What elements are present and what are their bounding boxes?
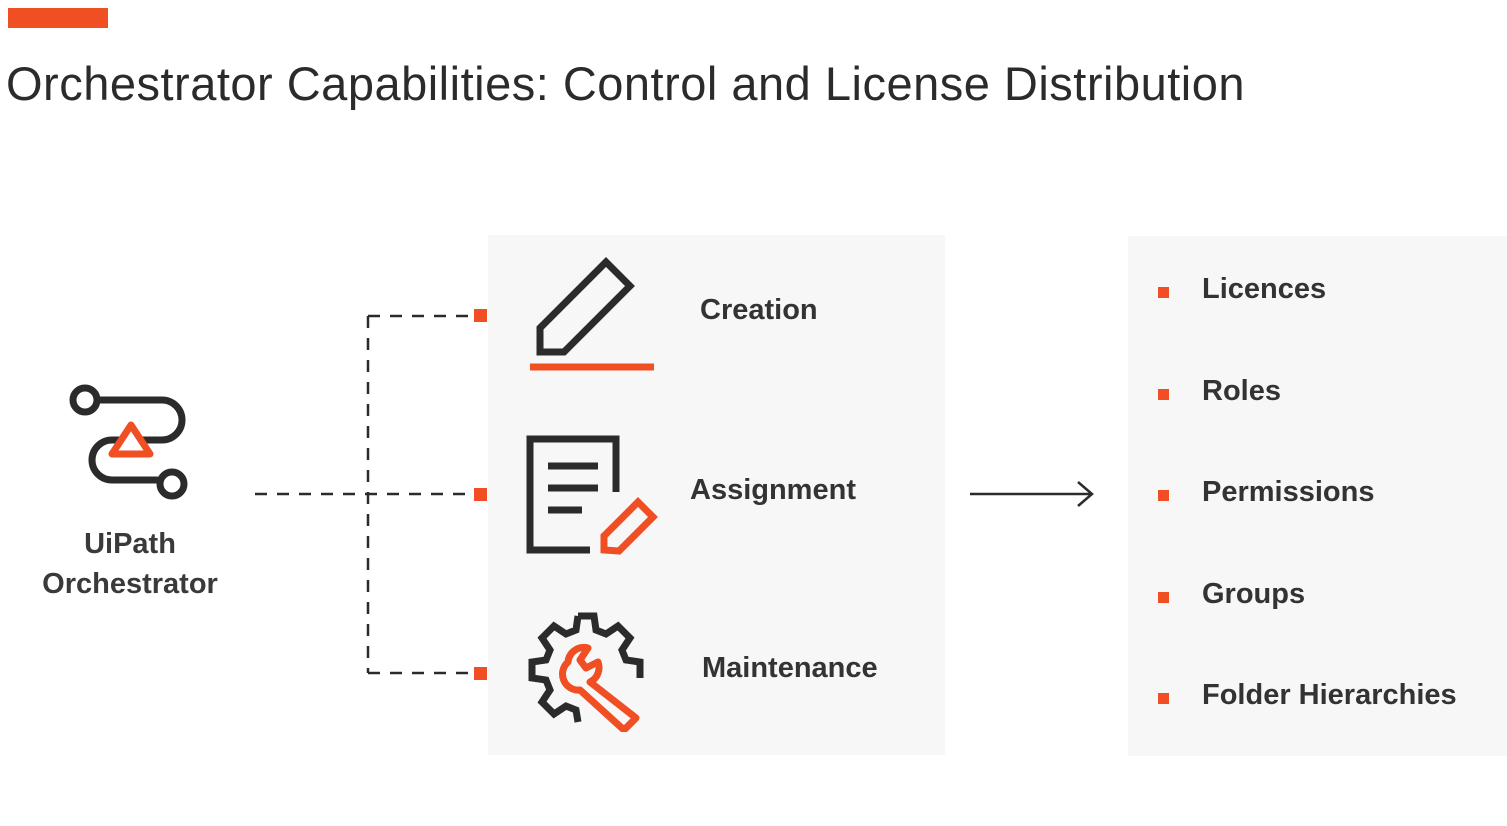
accent-bar	[8, 8, 108, 28]
connector-node-creation	[474, 309, 487, 322]
pencil-icon	[526, 256, 658, 379]
list-item: Folder Hierarchies	[1158, 674, 1457, 776]
connector-node-assignment	[474, 488, 487, 501]
slide-title: Orchestrator Capabilities: Control and L…	[6, 57, 1246, 110]
outcome-roles: Roles	[1202, 374, 1281, 407]
outcomes-panel	[1128, 236, 1507, 756]
orchestrator-icon	[62, 378, 196, 511]
bullet-square-icon	[1158, 287, 1169, 298]
outcomes-list: Licences Roles Permissions Groups Folder…	[1158, 268, 1457, 776]
orchestrator-label-line2: Orchestrator	[42, 568, 218, 600]
outcome-permissions: Permissions	[1202, 476, 1375, 508]
bullet-square-icon	[1158, 693, 1169, 704]
orchestrator-label: UiPath Orchestrator	[20, 524, 240, 604]
outcome-folder-hierarchies: Folder Hierarchies	[1202, 679, 1457, 711]
step-label-assignment: Assignment	[690, 474, 856, 506]
step-label-creation: Creation	[700, 294, 818, 326]
bullet-square-icon	[1158, 490, 1169, 501]
orchestrator-label-line1: UiPath	[84, 528, 176, 560]
list-item: Roles	[1158, 370, 1457, 472]
outcome-licences: Licences	[1202, 273, 1327, 305]
right-arrow-icon	[968, 480, 1098, 515]
list-item: Permissions	[1158, 471, 1457, 573]
outcome-groups: Groups	[1202, 577, 1306, 610]
bullet-square-icon	[1158, 591, 1169, 603]
list-item: Groups	[1158, 573, 1457, 675]
connector-node-maintenance	[474, 667, 487, 680]
gear-wrench-icon	[526, 610, 646, 737]
list-item: Licences	[1158, 268, 1457, 370]
document-edit-icon	[522, 434, 662, 563]
step-label-maintenance: Maintenance	[702, 652, 878, 684]
bullet-square-icon	[1158, 388, 1169, 400]
